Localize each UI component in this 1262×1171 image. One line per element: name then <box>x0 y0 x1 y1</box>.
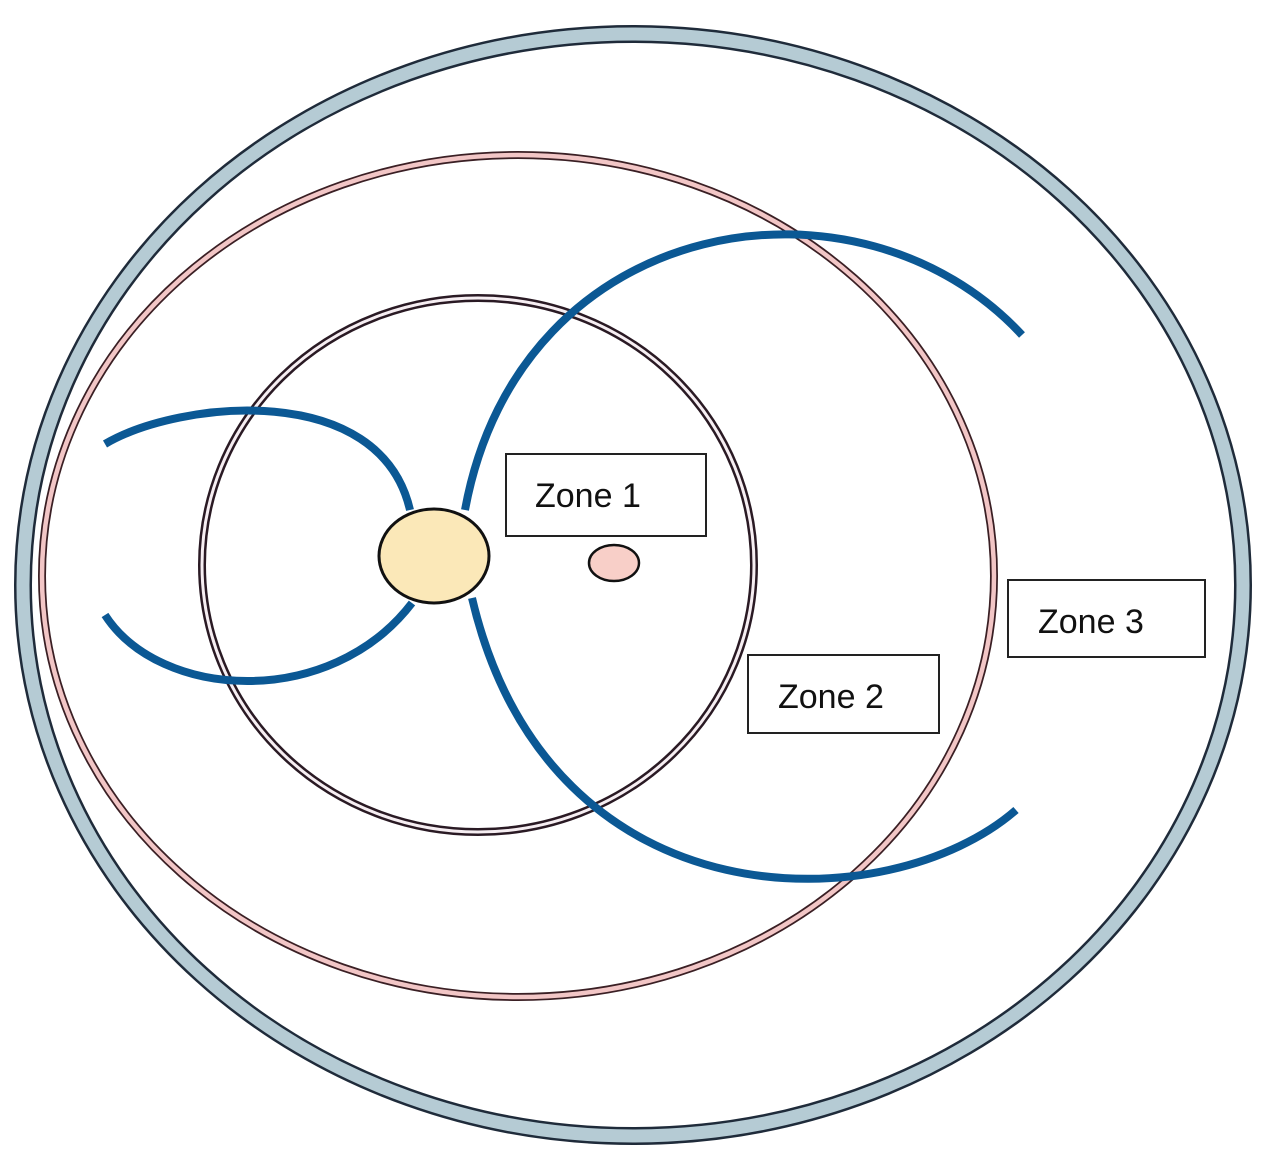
zone-2-label: Zone 2 <box>778 678 884 716</box>
zone-3-label: Zone 3 <box>1038 603 1144 641</box>
pink-ring <box>38 151 998 1001</box>
field-line-right-upper <box>461 230 1025 511</box>
zone-1-label: Zone 1 <box>535 477 641 515</box>
zone-3-label-box: Zone 3 <box>1007 579 1206 658</box>
zone-1-label-box: Zone 1 <box>505 453 707 537</box>
field-line-right-lower <box>468 597 1019 883</box>
inner-ring <box>198 294 758 836</box>
field-line-left-lower <box>101 600 416 685</box>
field-line-left-upper <box>102 406 414 511</box>
zone-2-label-box: Zone 2 <box>747 654 940 734</box>
satellite-body <box>587 543 641 583</box>
central-body <box>377 507 491 605</box>
outer-ring <box>14 25 1252 1145</box>
